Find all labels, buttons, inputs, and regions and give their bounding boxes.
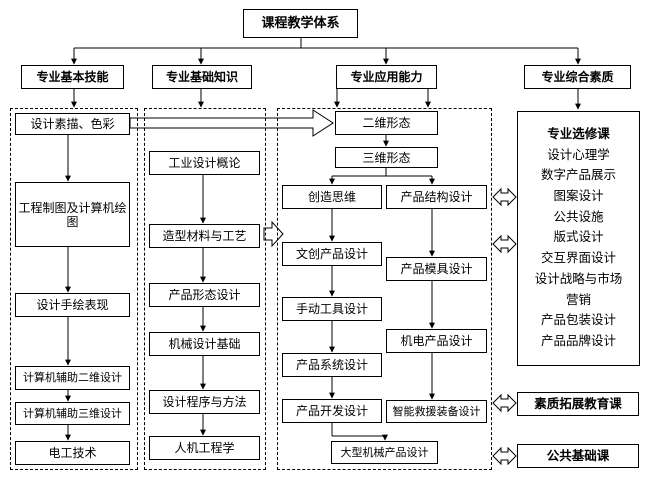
course-product-mold: 产品模具设计 (386, 257, 487, 281)
elective-item: 数字产品展示 (540, 167, 616, 183)
course-design-procedure: 设计程序与方法 (149, 390, 260, 414)
course-design-intro: 工业设计概论 (149, 151, 260, 175)
course-materials-process: 造型材料与工艺 (149, 224, 260, 248)
elective-item: 公共设施 (553, 208, 604, 224)
electives-panel: 专业选修课 设计心理学 数字产品展示 图案设计 公共设施 版式设计 交互界面设计… (517, 111, 640, 366)
public-basic-course: 公共基础课 (517, 444, 639, 468)
course-cad-2d: 计算机辅助二维设计 (15, 366, 130, 390)
elective-item: 产品品牌设计 (540, 332, 616, 348)
course-ergonomics: 人机工程学 (149, 436, 260, 460)
category-knowledge: 专业基础知识 (152, 65, 252, 89)
category-quality: 专业综合素质 (524, 65, 631, 89)
course-mechanical-design: 机械设计基础 (149, 332, 260, 356)
course-2d-form: 二维形态 (335, 111, 438, 135)
electives-title: 专业选修课 (547, 126, 610, 141)
course-hand-tool: 手动工具设计 (282, 297, 382, 321)
course-large-machinery: 大型机械产品设计 (331, 441, 438, 464)
diagram-title: 课程教学体系 (243, 9, 358, 38)
elective-item: 版式设计 (553, 229, 604, 245)
course-cad-3d: 计算机辅助三维设计 (15, 402, 130, 425)
course-electrical: 电工技术 (15, 441, 130, 465)
course-rescue-equipment: 智能救援装备设计 (386, 400, 487, 423)
elective-item: 设计战略与市场 (534, 270, 623, 286)
course-hand-drawing: 设计手绘表现 (15, 293, 130, 317)
application-group-frame (277, 108, 492, 470)
skills-group-frame (10, 108, 138, 470)
elective-item: 产品包装设计 (540, 312, 616, 328)
elective-item: 营销 (565, 291, 591, 307)
elective-item: 交互界面设计 (540, 250, 616, 266)
elective-item: 图案设计 (553, 188, 604, 204)
elective-item: 设计心理学 (547, 146, 610, 162)
course-engineering-drawing: 工程制图及计算机绘图 (15, 182, 130, 247)
course-creative-thinking: 创造思维 (282, 185, 382, 209)
course-product-structure: 产品结构设计 (386, 185, 487, 209)
course-product-development: 产品开发设计 (282, 399, 382, 423)
course-cultural-product: 文创产品设计 (282, 242, 382, 266)
course-product-system: 产品系统设计 (282, 353, 382, 377)
course-3d-form: 三维形态 (335, 147, 438, 168)
course-form-design: 产品形态设计 (149, 283, 260, 307)
course-design-sketch-color: 设计素描、色彩 (15, 113, 130, 135)
category-application: 专业应用能力 (336, 65, 437, 89)
category-skills: 专业基本技能 (21, 65, 124, 89)
quality-expansion-course: 素质拓展教育课 (517, 392, 639, 416)
knowledge-group-frame (144, 108, 266, 470)
course-electromechanical: 机电产品设计 (386, 329, 487, 353)
